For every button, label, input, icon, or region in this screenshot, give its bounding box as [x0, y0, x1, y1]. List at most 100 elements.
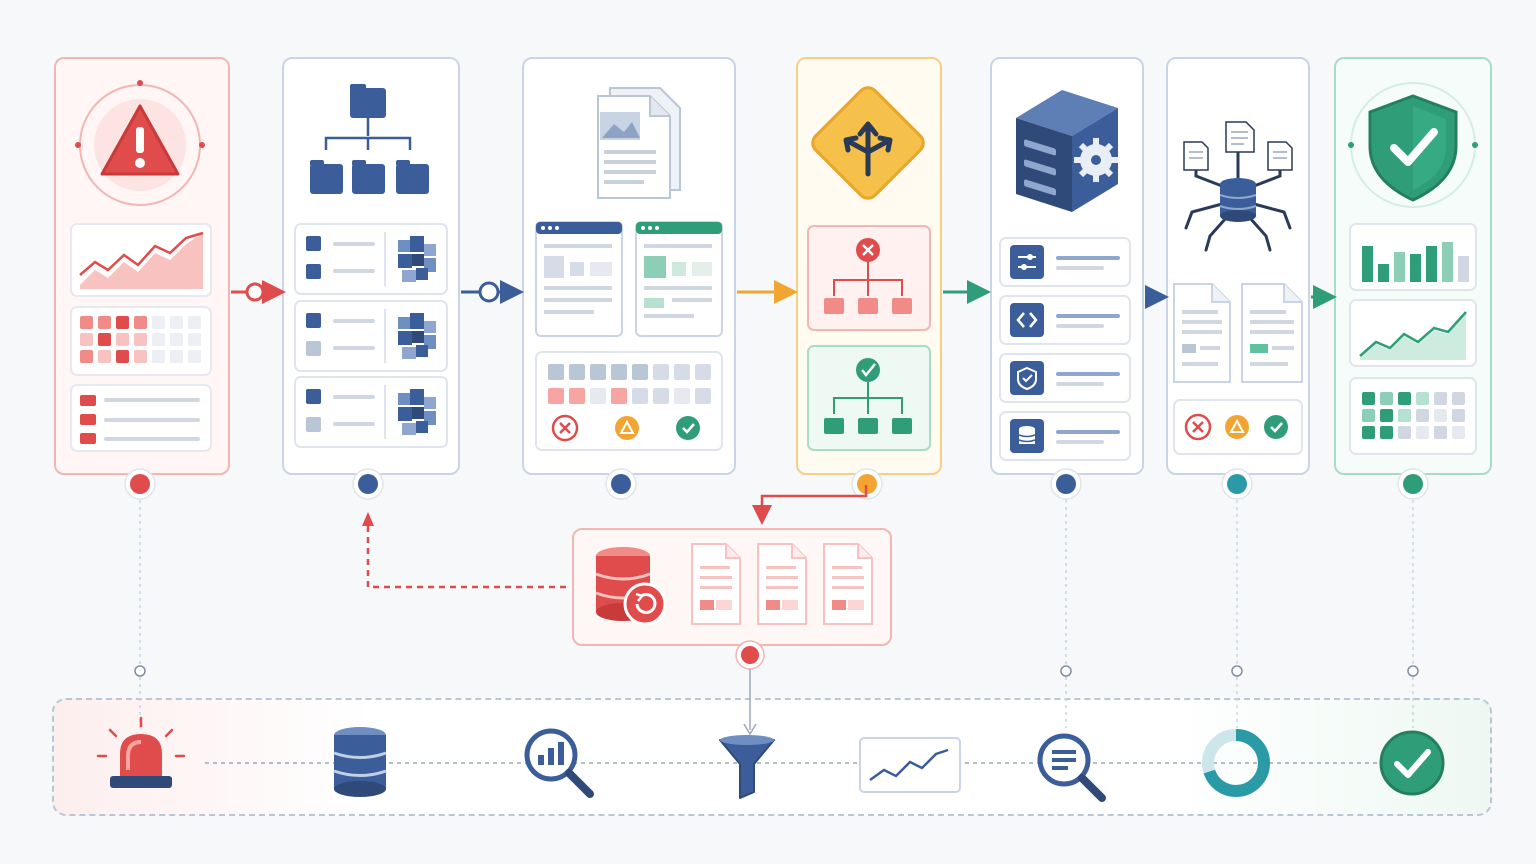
heatmap-cell	[170, 350, 183, 363]
secure-grid-cell	[1434, 392, 1447, 405]
sliders-icon	[1010, 245, 1044, 279]
rollback-in-arrow	[752, 485, 868, 525]
alert-trend-card	[70, 223, 212, 297]
document-window-green	[635, 221, 723, 337]
heatmap-cell	[98, 316, 111, 329]
alert-heatmap-card	[70, 306, 212, 376]
docs-grid-cell	[674, 388, 690, 404]
siren-icon	[96, 716, 186, 788]
drop-junction	[1407, 665, 1419, 677]
heatmap-cell	[80, 333, 93, 346]
heatmap-cell	[170, 316, 183, 329]
docs-grid-cell	[674, 364, 690, 380]
secure-bar	[1410, 254, 1421, 282]
documents-icon	[597, 87, 681, 199]
classify-block	[416, 268, 428, 280]
rollback-return-path	[366, 524, 566, 589]
classify-block	[416, 421, 428, 433]
decision-reject-branch	[807, 225, 931, 331]
database-restore-icon	[595, 547, 667, 626]
engine-row-line	[1056, 266, 1104, 270]
stage-node-secure[interactable]	[1403, 474, 1423, 494]
stage-node-decide[interactable]	[857, 474, 877, 494]
docs-grid-cell	[611, 388, 627, 404]
heatmap-cell	[188, 316, 201, 329]
shield-icon	[1010, 361, 1044, 395]
docs-grid-cell	[695, 364, 711, 380]
warning-status-icon	[615, 416, 639, 440]
stage-node-documents[interactable]	[611, 474, 631, 494]
classify-block	[424, 397, 436, 409]
document-window-blue	[535, 221, 623, 337]
classify-marker	[306, 389, 321, 404]
monitoring-bar	[52, 698, 1492, 816]
secure-bar	[1458, 256, 1469, 282]
success-check-icon[interactable]	[1379, 730, 1445, 796]
classify-block	[412, 331, 424, 343]
docs-grid-cell	[611, 364, 627, 380]
secure-grid-cell	[1380, 392, 1393, 405]
warning-status-icon	[1225, 415, 1249, 439]
stage-node-classify[interactable]	[358, 474, 378, 494]
secure-trend-card	[1349, 299, 1477, 367]
heatmap-cell	[152, 316, 165, 329]
secure-grid-cell	[1452, 392, 1465, 405]
classify-marker	[306, 313, 321, 328]
approved-status-icon	[676, 416, 700, 440]
approved-status-icon	[1264, 415, 1288, 439]
decision-approve-branch	[807, 345, 931, 451]
rollback-return-arrowhead	[362, 512, 374, 526]
warning-triangle-icon	[75, 80, 205, 206]
heatmap-cell	[134, 350, 147, 363]
trend-chart-icon	[859, 737, 961, 793]
stage-node-alert[interactable]	[130, 474, 150, 494]
filter-funnel-icon	[719, 735, 775, 799]
database-icon	[1010, 419, 1044, 453]
rollback-document-icon	[823, 543, 873, 625]
hierarchy-icon	[310, 84, 429, 194]
secure-grid-cell	[1362, 409, 1375, 422]
rollback-node[interactable]	[737, 642, 763, 668]
secure-bar	[1362, 246, 1373, 282]
classify-line	[333, 319, 375, 323]
rollback-document-icon	[757, 543, 807, 625]
heatmap-cell	[98, 350, 111, 363]
crawl-status-card	[1173, 399, 1303, 455]
decision-sign-icon	[811, 86, 925, 200]
stage-node-crawl[interactable]	[1227, 474, 1247, 494]
server-gear-icon	[1016, 90, 1118, 212]
docs-grid-cell	[590, 388, 606, 404]
engine-row-line	[1056, 256, 1120, 260]
classify-marker	[306, 264, 321, 279]
secure-bar	[1426, 246, 1437, 282]
secure-grid-cell	[1362, 426, 1375, 439]
secure-grid-cell	[1452, 426, 1465, 439]
docs-grid-cell	[695, 388, 711, 404]
secure-grid-cell	[1398, 426, 1411, 439]
docs-grid-cell	[632, 364, 648, 380]
reject-status-icon	[1184, 413, 1212, 441]
docs-grid-cell	[548, 388, 564, 404]
rollback-document-icon	[691, 543, 741, 625]
classify-block	[402, 270, 416, 282]
docs-grid-cell	[548, 364, 564, 380]
heatmap-cell	[188, 333, 201, 346]
code-icon	[1010, 303, 1044, 337]
secure-grid-cell	[1434, 409, 1447, 422]
classify-marker	[306, 417, 321, 432]
classify-block	[424, 321, 436, 333]
secure-grid-cell	[1416, 426, 1429, 439]
stage-node-engine[interactable]	[1056, 474, 1076, 494]
classify-line	[333, 346, 375, 350]
classify-block	[412, 407, 424, 419]
classify-block	[412, 254, 424, 266]
classify-block	[402, 423, 416, 435]
classify-line	[333, 269, 375, 273]
heatmap-cell	[170, 333, 183, 346]
heatmap-cell	[80, 316, 93, 329]
connector-classify-docs	[461, 280, 524, 304]
heatmap-cell	[134, 333, 147, 346]
heatmap-cell	[188, 350, 201, 363]
engine-row-line	[1056, 324, 1104, 328]
